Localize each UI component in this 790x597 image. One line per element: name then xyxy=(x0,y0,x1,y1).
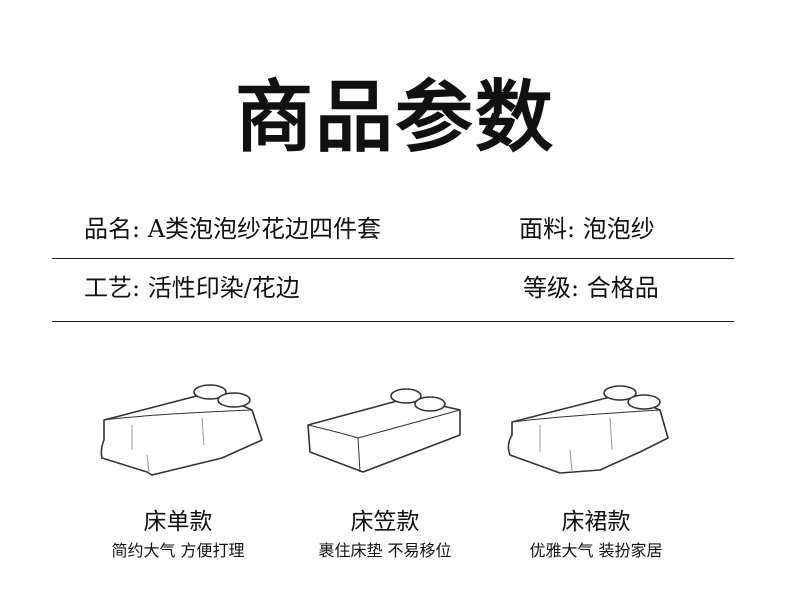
param-fabric: 面料: 泡泡纱 xyxy=(519,215,655,243)
fitted-sheet-bed-icon xyxy=(307,388,461,473)
divider xyxy=(52,258,734,259)
bed-skirt-bed-icon xyxy=(507,385,669,474)
style-name-flat-sheet: 床单款 xyxy=(143,509,213,535)
style-name-fitted-sheet: 床笠款 xyxy=(350,509,420,535)
divider xyxy=(52,321,734,322)
param-product-name: 品名: A类泡泡纱花边四件套 xyxy=(84,215,382,243)
style-desc-fitted-sheet: 裹住床垫 不易移位 xyxy=(318,541,452,560)
flat-sheet-bed-icon xyxy=(100,384,263,476)
page-title: 商品参数 xyxy=(234,72,555,163)
param-grade: 等级: 合格品 xyxy=(523,274,659,302)
style-name-bed-skirt: 床裙款 xyxy=(561,509,631,535)
param-craft: 工艺: 活性印染/花边 xyxy=(84,274,300,302)
style-desc-flat-sheet: 简约大气 方便打理 xyxy=(111,541,245,560)
style-desc-bed-skirt: 优雅大气 装扮家居 xyxy=(529,541,663,560)
